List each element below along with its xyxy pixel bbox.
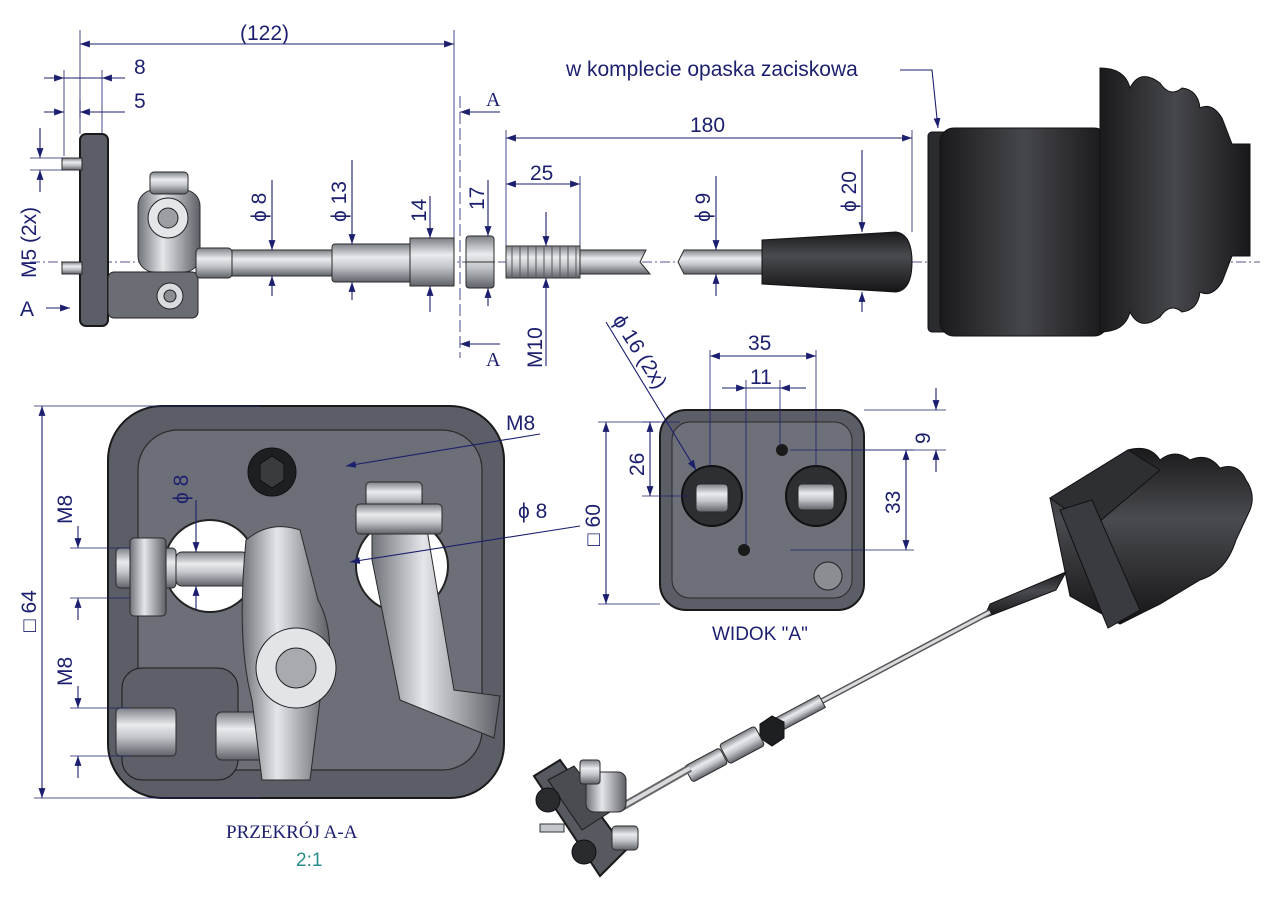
- m8-top: M8: [54, 495, 77, 524]
- bracket: [107, 271, 199, 319]
- mounting-plate: [79, 133, 109, 327]
- sec-m8-label: M8: [506, 412, 535, 435]
- view-a: 35 11 9 26 □ 60 33 ϕ 16 (2x) WIDOK "A": [582, 310, 946, 645]
- view-title: WIDOK "A": [712, 624, 808, 645]
- section-a-left: A: [20, 298, 34, 321]
- dim-17: 17: [466, 187, 489, 210]
- m10-label: M10: [524, 327, 547, 368]
- phi8-label: ϕ 8: [248, 193, 271, 222]
- rod: [231, 249, 337, 277]
- sq60-label: □ 60: [582, 504, 605, 546]
- sec-phi8-label: ϕ 8: [170, 475, 193, 504]
- dim-9: 9: [912, 432, 935, 444]
- dim-33: 33: [882, 491, 905, 514]
- dim-35: 35: [748, 332, 771, 355]
- knob: [761, 231, 913, 293]
- phi16-label: ϕ 16 (2x): [608, 310, 671, 393]
- rubber-boot: [927, 67, 1251, 337]
- dim-8: 8: [134, 56, 146, 79]
- phi13-label: ϕ 13: [328, 181, 351, 222]
- dim-26: 26: [626, 453, 649, 476]
- phi20-label: ϕ 20: [838, 171, 861, 212]
- section-scale: 2:1: [296, 850, 322, 871]
- dim-11: 11: [750, 366, 772, 389]
- threaded-end: [505, 245, 581, 279]
- dim-25: 25: [530, 162, 553, 185]
- side-view: (122) 8 5 M5 (2x) A ϕ 8 ϕ 13 14 17: [18, 22, 1260, 371]
- kit-note: w komplecie opaska zaciskowa: [565, 58, 858, 81]
- dim-180: 180: [690, 114, 725, 137]
- section-a-top: A: [486, 89, 501, 111]
- sq64-label: □ 64: [18, 590, 41, 632]
- m5-label: M5 (2x): [18, 207, 41, 278]
- phi9-label: ϕ 9: [692, 193, 715, 222]
- dim-5: 5: [134, 90, 146, 113]
- m8-bottom: M8: [54, 657, 77, 686]
- dim-122: (122): [240, 22, 289, 45]
- sec-phi8-right-label: ϕ 8: [518, 500, 547, 523]
- isometric-view: [532, 447, 1253, 878]
- section-a-bottom: A: [486, 349, 501, 371]
- section-title: PRZEKRÓJ A-A: [226, 821, 358, 843]
- dim-14: 14: [408, 198, 431, 222]
- section-view: □ 64 M8 M8 ϕ 8 M8 ϕ 8 PRZEKRÓJ A-A 2:1: [18, 405, 581, 871]
